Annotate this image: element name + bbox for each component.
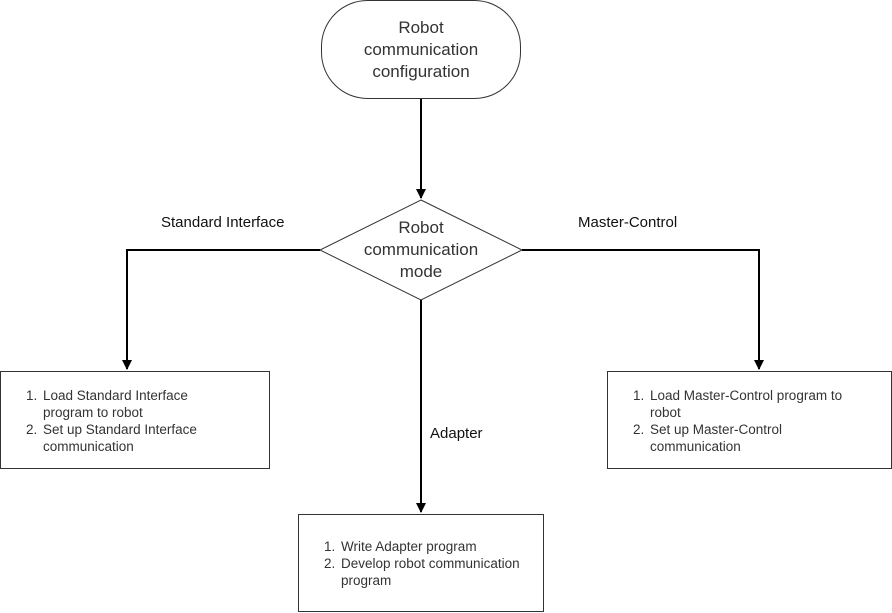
middle-process-box-shape xyxy=(298,514,544,612)
start-terminator-shape xyxy=(321,0,521,99)
left-process-box-shape xyxy=(0,371,270,469)
start-node-line-1: Robot xyxy=(398,17,444,37)
start-node-line-3: configuration xyxy=(372,61,470,81)
right-step-1: Load Master-Control program to robot xyxy=(648,387,860,421)
left-branch-label: Standard Interface xyxy=(161,214,285,231)
decision-node-line-2: communication xyxy=(363,240,479,259)
right-process-box: Load Master-Control program to robot Set… xyxy=(630,387,860,455)
middle-step-2: Develop robot communication program xyxy=(339,555,531,589)
decision-node: Robot communication mode xyxy=(320,200,522,300)
left-branch-arrow xyxy=(122,249,320,370)
decision-node-line-1: Robot xyxy=(398,218,444,237)
middle-branch-label: Adapter xyxy=(430,425,483,442)
left-process-box: Load Standard Interface program to robot… xyxy=(23,387,238,455)
left-step-list: Load Standard Interface program to robot… xyxy=(23,387,238,455)
start-node-line-2: communication xyxy=(363,39,479,59)
middle-process-box: Write Adapter program Develop robot comm… xyxy=(321,538,531,589)
right-step-list: Load Master-Control program to robot Set… xyxy=(630,387,860,455)
left-step-2: Set up Standard Interface communication xyxy=(41,421,238,455)
left-step-1: Load Standard Interface program to robot xyxy=(41,387,238,421)
start-node: Robot communication configuration xyxy=(321,0,521,99)
right-process-box-shape xyxy=(607,371,892,469)
right-branch-label: Master-Control xyxy=(578,214,678,231)
decision-node-line-3: mode xyxy=(399,262,443,281)
right-branch-arrow xyxy=(522,249,764,370)
right-step-2: Set up Master-Control communication xyxy=(648,421,860,455)
middle-step-1: Write Adapter program xyxy=(339,538,531,555)
middle-step-list: Write Adapter program Develop robot comm… xyxy=(321,538,531,589)
